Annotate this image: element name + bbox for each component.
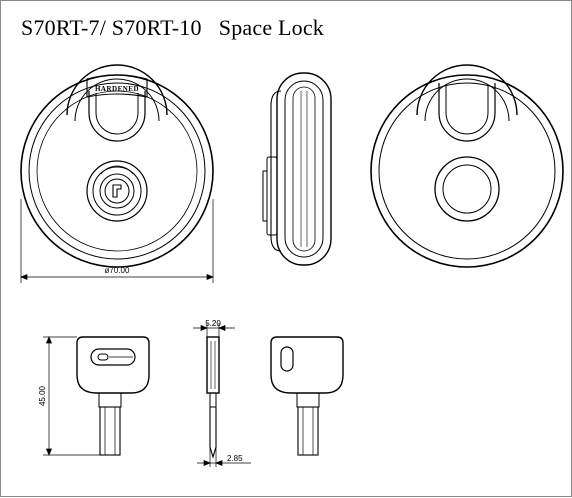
key-head-thickness-label: 5.20 [205, 319, 221, 328]
keyhole-cylinder [86, 160, 148, 222]
lock-diameter-dimension [20, 199, 214, 283]
key-front-view: 45.00 [38, 336, 150, 456]
lock-diameter-label: ø70.00 [105, 266, 130, 275]
hardened-stamp: HARDENED [95, 85, 139, 93]
key-length-dimension [43, 336, 100, 456]
drawing-title: S70RT-7/ S70RT-10 Space Lock [21, 15, 325, 40]
lock-front-view: HARDENED ø70.00 [20, 64, 214, 283]
key-side-view: 5.20 2.85 [193, 319, 251, 467]
key-blade-thickness-dimension [197, 447, 251, 467]
key-head-thickness-dimension [193, 323, 235, 337]
key-length-label: 45.00 [38, 385, 47, 406]
key-blade-thickness-label: 2.85 [227, 454, 243, 463]
lock-back-view [370, 64, 564, 268]
lock-side-view [262, 72, 332, 266]
key-back-view [270, 336, 344, 456]
